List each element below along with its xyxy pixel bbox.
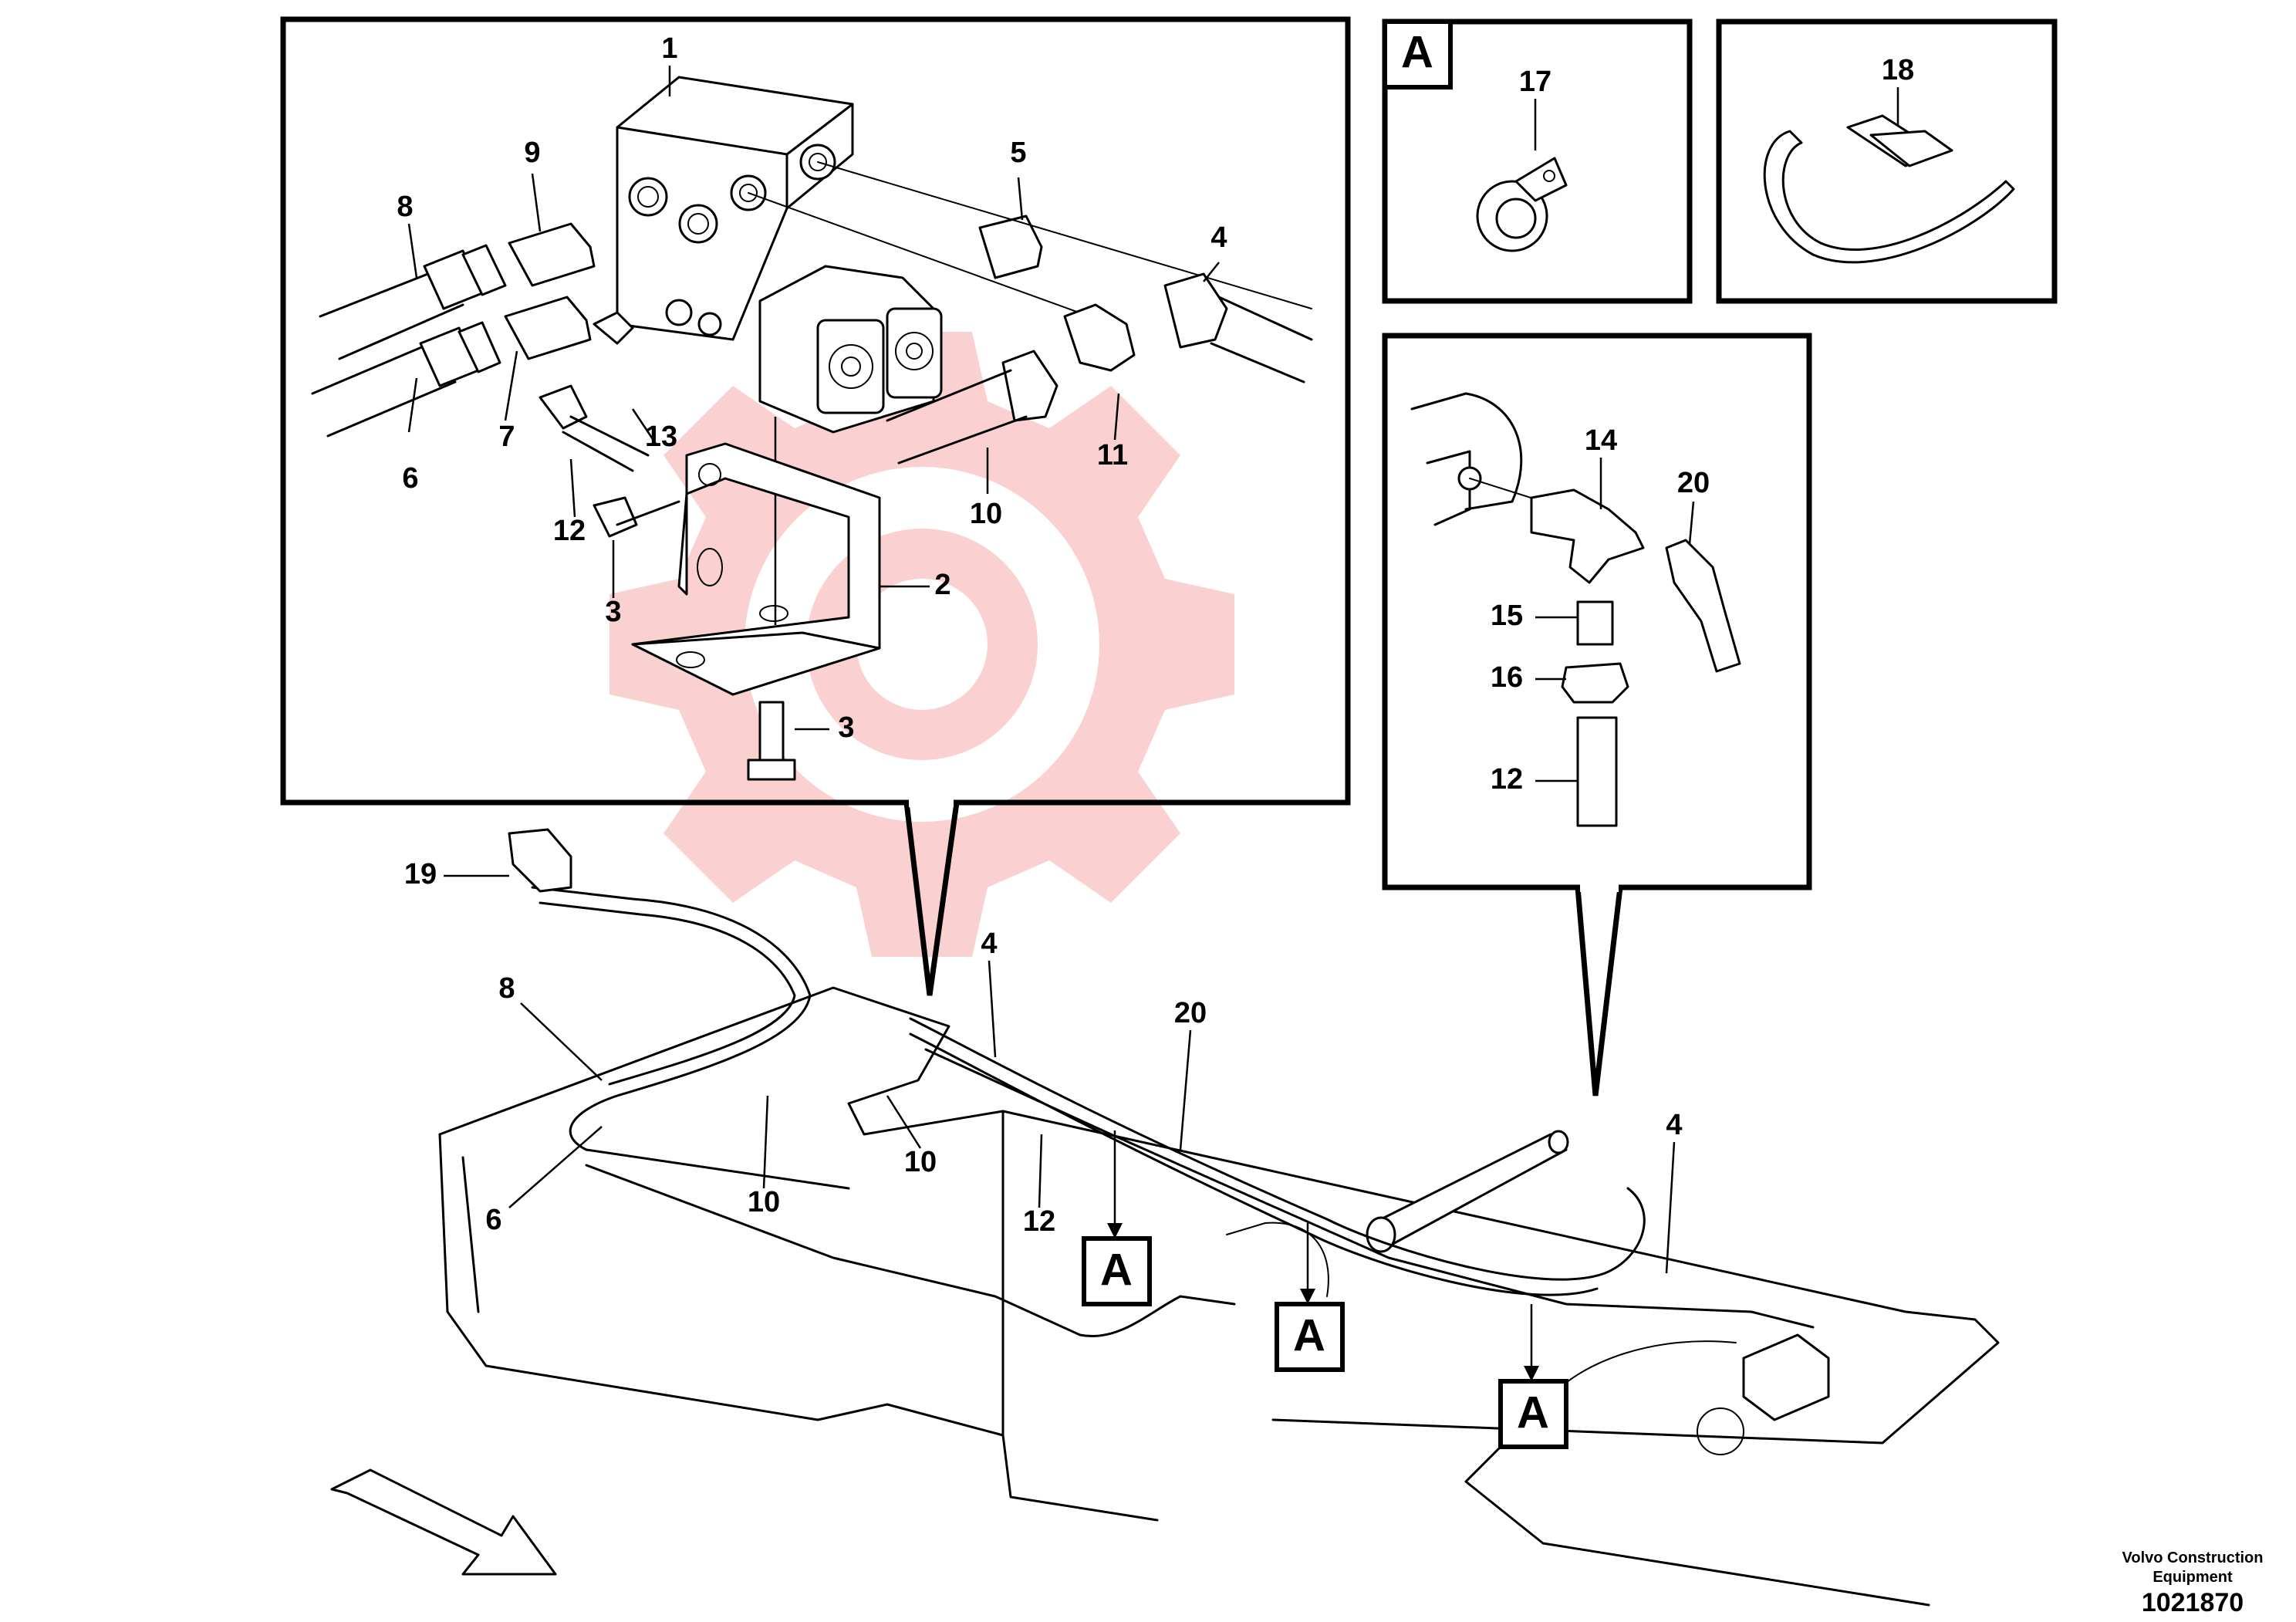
callout-13: 13 (645, 421, 677, 453)
callout-5: 5 (1010, 137, 1026, 169)
direction-arrow-icon (330, 1468, 557, 1576)
hoses-left (311, 173, 596, 438)
callout-1: 1 (661, 32, 677, 65)
main-detail-frame (280, 16, 1351, 996)
callout-12-assembly: 12 (1023, 1205, 1055, 1238)
callout-4-assembly: 4 (981, 928, 997, 960)
hoses-right (539, 161, 1313, 781)
callout-11: 11 (1097, 439, 1128, 471)
callout-14: 14 (1585, 424, 1617, 457)
callout-9: 9 (524, 137, 540, 169)
strap-18-icon (1763, 114, 2015, 264)
callout-4-assembly-right: 4 (1666, 1109, 1682, 1141)
callout-17: 17 (1519, 66, 1551, 98)
credit-block: Volvo Construction Equipment 1021870 (2122, 1549, 2264, 1617)
detail-a-frame: A 17 (1382, 19, 1693, 304)
callout-10-assembly-b: 10 (904, 1146, 937, 1178)
callout-19: 19 (404, 858, 437, 890)
detail-18-frame: 18 (1716, 19, 2058, 304)
detail-a-letter: A (1401, 27, 1433, 77)
callout-6-assembly: 6 (485, 1204, 501, 1236)
callout-8-assembly: 8 (498, 972, 515, 1005)
callout-10-assembly-a: 10 (748, 1186, 780, 1218)
section-marker-letter-3: A (1517, 1387, 1549, 1438)
callout-10: 10 (970, 498, 1002, 530)
callout-2: 2 (934, 569, 950, 601)
callout-18: 18 (1882, 54, 1914, 86)
clamp-17-icon (1476, 157, 1568, 252)
callout-3-lower: 3 (838, 711, 854, 744)
mounting-bracket (631, 442, 930, 696)
callout-7: 7 (498, 421, 515, 453)
callout-12-tee: 12 (1491, 763, 1523, 796)
drawing-number: 1021870 (2142, 1588, 2244, 1617)
callout-8: 8 (397, 191, 413, 223)
credit-line-2: Equipment (2152, 1569, 2233, 1586)
frame-assembly (330, 828, 2000, 1607)
section-marker-a-3: A (1498, 1304, 1568, 1449)
assembly-callouts: 19 8 4 20 6 10 10 12 4 (404, 858, 1683, 1274)
callout-20-assembly: 20 (1174, 997, 1207, 1029)
callout-20: 20 (1677, 467, 1710, 499)
valve-block (616, 76, 943, 625)
callout-16: 16 (1491, 661, 1523, 694)
credit-line-1: Volvo Construction (2122, 1549, 2264, 1566)
section-marker-a-2: A (1275, 1223, 1345, 1372)
callout-6: 6 (402, 462, 418, 495)
callout-4: 4 (1210, 221, 1227, 254)
callout-15: 15 (1491, 600, 1523, 632)
callout-12: 12 (553, 515, 586, 547)
section-marker-a-1: A (1082, 1130, 1152, 1306)
main-callouts: 1 9 8 5 4 7 13 6 12 3 2 10 11 3 (397, 32, 1227, 744)
callout-3: 3 (605, 596, 621, 628)
section-marker-letter-1: A (1100, 1245, 1133, 1295)
section-marker-letter-2: A (1293, 1310, 1325, 1360)
detail-tee-frame: 14 20 15 16 12 (1382, 333, 1812, 1097)
